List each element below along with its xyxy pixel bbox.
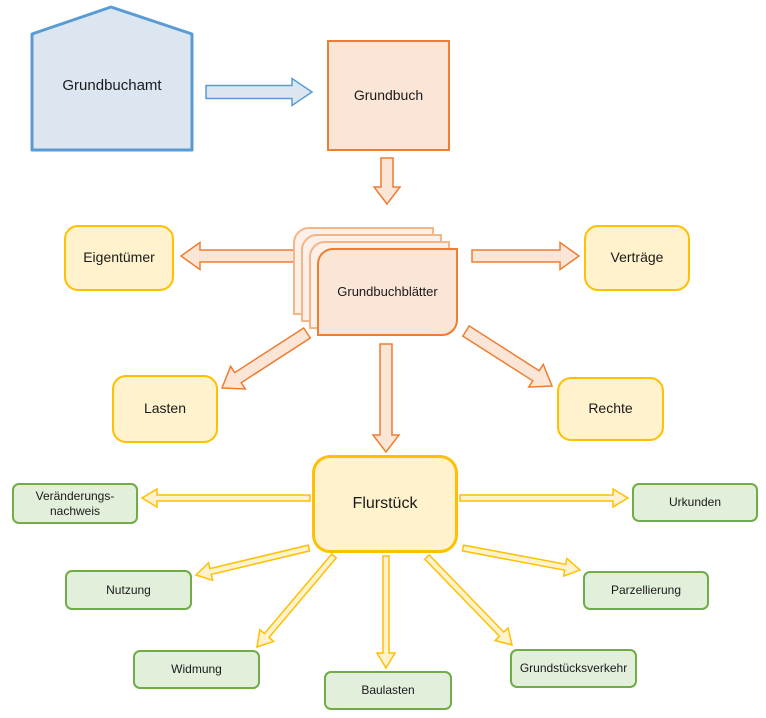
node-parzellierung-label: Parzellierung bbox=[610, 583, 682, 597]
arrow-grundbuchblaetter-to-rechte bbox=[461, 324, 554, 388]
node-widmung: Widmung bbox=[133, 650, 260, 689]
node-vertraege-label: Verträge bbox=[610, 249, 664, 266]
arrow-flurstueck-to-grundstuecksverkehr bbox=[423, 553, 514, 647]
node-urkunden: Urkunden bbox=[632, 483, 758, 522]
node-grundstuecksverkehr: Grundstücksverkehr bbox=[510, 649, 637, 688]
node-baulasten: Baulasten bbox=[324, 671, 452, 710]
stacked-card-front: Grundbuchblätter bbox=[317, 248, 458, 336]
node-vertraege: Verträge bbox=[584, 225, 690, 291]
arrow-grundbuchamt-to-grundbuch bbox=[205, 77, 314, 107]
node-lasten: Lasten bbox=[112, 375, 218, 443]
arrow-grundbuchblaetter-to-vertraege bbox=[471, 241, 581, 271]
node-grundbuchblaetter-label: Grundbuchblätter bbox=[337, 283, 438, 299]
arrow-grundbuchblaetter-to-flurstueck bbox=[371, 343, 401, 454]
node-nutzung-label: Nutzung bbox=[106, 582, 151, 597]
node-widmung-label: Widmung bbox=[171, 662, 222, 676]
arrow-grundbuchblaetter-to-lasten bbox=[220, 326, 312, 390]
arrow-flurstueck-to-parzellierung bbox=[461, 544, 582, 578]
veraenderungsnachweis-line1: Veränderungs- bbox=[35, 488, 115, 503]
arrow-flurstueck-to-baulasten bbox=[375, 555, 397, 670]
node-urkunden-label: Urkunden bbox=[668, 495, 722, 509]
node-veraenderungsnachweis-label: Veränderungs- nachweis bbox=[36, 489, 115, 519]
node-rechte: Rechte bbox=[557, 377, 664, 441]
node-lasten-label: Lasten bbox=[143, 400, 187, 417]
house-shape-icon bbox=[30, 5, 194, 152]
node-grundbuch: Grundbuch bbox=[327, 40, 450, 151]
node-grundbuchamt: Grundbuchamt bbox=[30, 4, 194, 153]
node-flurstueck: Flurstück bbox=[312, 455, 458, 553]
arrow-flurstueck-to-nutzung bbox=[194, 544, 311, 582]
node-veraenderungsnachweis: Veränderungs- nachweis bbox=[12, 483, 138, 524]
veraenderungsnachweis-line2: nachweis bbox=[49, 503, 100, 518]
node-parzellierung: Parzellierung bbox=[583, 571, 709, 610]
node-grundbuch-label: Grundbuch bbox=[353, 86, 424, 103]
arrow-flurstueck-to-veraenderungsnachweis bbox=[140, 487, 311, 509]
node-nutzung: Nutzung bbox=[65, 570, 192, 610]
node-eigentuemer-label: Eigentümer bbox=[83, 249, 155, 266]
node-eigentuemer: Eigentümer bbox=[64, 225, 174, 291]
arrow-flurstueck-to-widmung bbox=[256, 553, 338, 649]
node-grundbuchamt-label: Grundbuchamt bbox=[62, 77, 162, 95]
arrow-grundbuchblaetter-to-eigentuemer bbox=[179, 241, 311, 271]
node-baulasten-label: Baulasten bbox=[361, 683, 415, 697]
arrow-grundbuch-to-grundbuchblaetter bbox=[372, 157, 402, 206]
node-flurstueck-label: Flurstück bbox=[352, 495, 418, 512]
node-grundstuecksverkehr-label: Grundstücksverkehr bbox=[519, 661, 628, 675]
arrow-flurstueck-to-urkunden bbox=[459, 487, 630, 509]
node-grundbuchblaetter: Grundbuchblätter bbox=[293, 227, 458, 336]
node-rechte-label: Rechte bbox=[588, 400, 633, 417]
